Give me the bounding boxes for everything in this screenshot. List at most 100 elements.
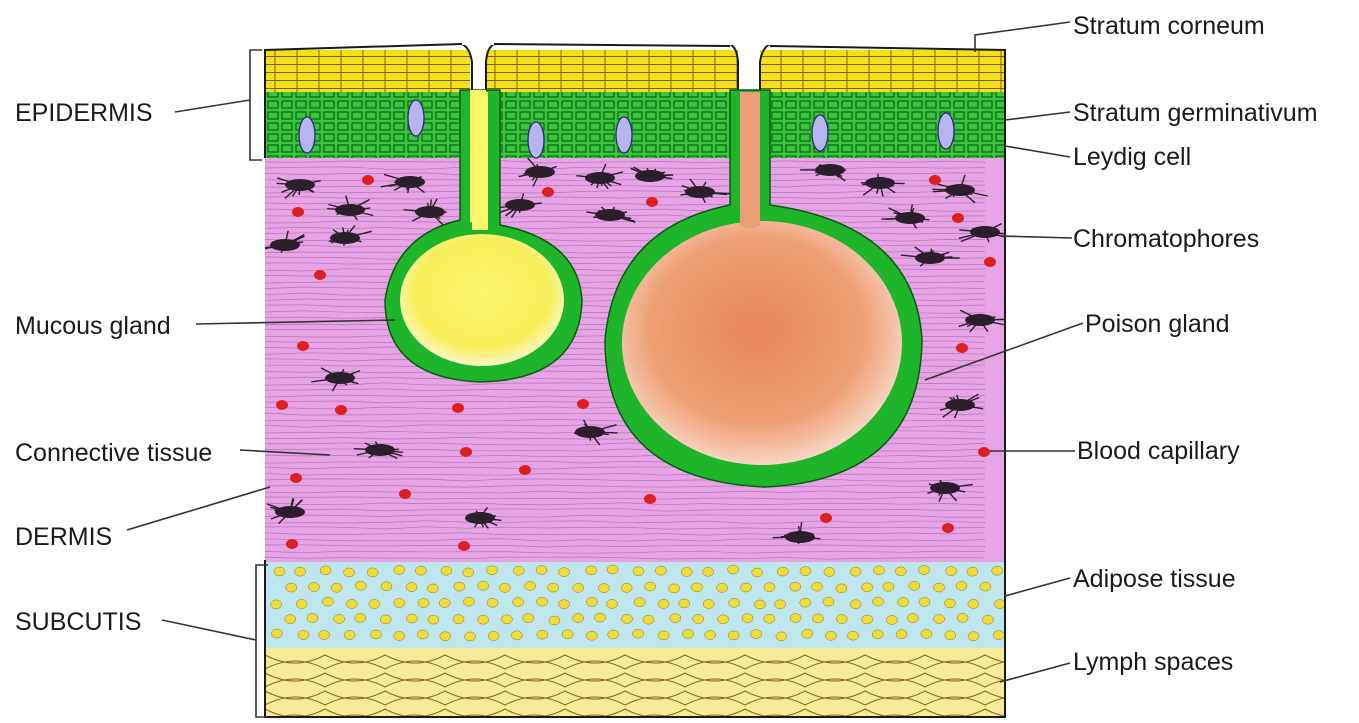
adipose-cell [742,614,753,623]
adipose-cell [344,568,355,577]
adipose-cell [886,615,897,624]
adipose-cell [717,583,728,592]
adipose-cell [873,566,884,575]
adipose-cell [501,615,512,624]
adipose-cell [369,600,380,609]
adipose-cell [488,631,499,640]
adipose-cell [823,597,834,606]
blood-capillary [577,399,589,409]
adipose-cell [848,631,859,640]
adipose-cell [559,600,570,609]
adipose-cell [607,599,618,608]
blood-capillary [290,473,302,483]
blood-capillary [276,400,288,410]
leydig-cell [812,115,828,151]
adipose-cell [549,616,560,625]
adipose-cell [441,566,452,575]
adipose-cell [465,632,476,641]
label-blood-capillary: Blood capillary [1077,437,1240,465]
adipose-cell [825,631,836,640]
adipose-cell [850,567,861,576]
adipose-cell [946,567,957,576]
blood-capillary [956,343,968,353]
adipose-cell [670,614,681,623]
label-subcutis: SUBCUTIS [15,608,141,636]
label-leydig-cell: Leydig cell [1073,143,1191,171]
adipose-cell [872,630,883,639]
adipose-cell [633,567,644,576]
adipose-cell [562,630,573,639]
adipose-cell [968,599,979,608]
adipose-cell [836,584,847,593]
adipose-cell [406,614,417,623]
skin-tissue-block [261,44,1045,723]
blood-capillary [820,513,832,523]
adipose-cell [427,584,438,593]
adipose-cell [537,597,548,606]
adipose-cell [573,614,584,623]
label-stratum-germinativum: Stratum germinativum [1073,99,1318,127]
adipose-cell [296,599,307,608]
adipose-cell [776,632,787,641]
adipose-cell [417,630,428,639]
adipose-cell [478,615,489,624]
adipose-cell [658,631,669,640]
adipose-cell [271,600,282,609]
adipose-cell [883,582,894,591]
adipose-cell [679,599,690,608]
blood-capillary [942,523,954,533]
adipose-cell [286,583,297,592]
adipose-cell [322,597,333,606]
adipose-cell [703,599,714,608]
leydig-cell [616,117,632,153]
adipose-cell [873,597,884,606]
adipose-cell [355,581,366,590]
adipose-cell [957,613,968,622]
adipose-cell [418,599,429,608]
adipose-cell [586,566,597,575]
stratum-corneum-layer [265,50,1005,92]
adipose-cell [511,631,522,640]
label-chromatophores: Chromatophores [1073,225,1259,253]
adipose-cell [334,615,345,624]
adipose-cell [523,614,534,623]
label-poison-gland: Poison gland [1085,310,1230,338]
adipose-cell [836,615,847,624]
adipose-cell [394,631,405,640]
blood-capillary [297,341,309,351]
leydig-cell [299,117,315,153]
blood-capillary [286,539,298,549]
blood-capillary [460,447,472,457]
leydig-cell [528,122,544,158]
adipose-cell [933,583,944,592]
adipose-cell [355,613,366,622]
leydig-cell [938,113,954,149]
label-connective-tissue: Connective tissue [15,439,212,467]
adipose-cell [718,615,729,624]
adipose-cell [370,630,381,639]
adipose-cell [634,598,645,607]
blood-capillary [542,187,554,197]
adipose-cell [956,581,967,590]
adipose-cell [728,631,739,640]
adipose-cell [967,567,978,576]
adipose-cell [693,615,704,624]
adipose-cell [992,566,1003,575]
blood-capillary [292,207,304,217]
adipose-cell [428,615,439,624]
adipose-cell [415,566,426,575]
adipose-cell [608,630,619,639]
adipose-cell [320,566,331,575]
adipose-cell [307,614,318,623]
adipose-cell [740,583,751,592]
adipose-cell [907,614,918,623]
adipose-cell [586,597,597,606]
adipose-cell [994,600,1005,609]
adipose-cell [308,583,319,592]
adipose-cell [754,600,765,609]
adipose-cell [919,597,930,606]
blood-capillary [978,447,990,457]
blood-capillary [314,270,326,280]
adipose-cell [705,631,716,640]
adipose-cell [295,567,306,576]
